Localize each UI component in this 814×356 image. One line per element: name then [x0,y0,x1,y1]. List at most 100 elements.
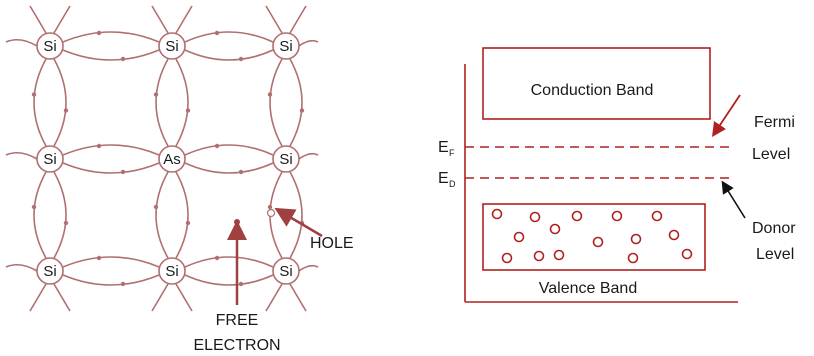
atom-symbol: Si [43,263,56,280]
hole-label: HOLE [310,235,354,252]
fermi-level-pointer-arrow [716,95,740,131]
bond-arc [156,59,168,146]
bond-electron [239,170,243,174]
hole-marker [268,210,275,217]
atom-symbol: Si [165,38,178,55]
hole-circle [632,235,641,244]
bond-arc [63,50,159,60]
bond-electron [121,57,125,61]
bond-stub [6,265,37,271]
bond-stub [152,6,168,33]
hole-circle [493,210,502,219]
hole-circle [555,251,564,260]
bond-arc [176,59,188,146]
bond-stub [54,6,70,33]
bond-electron [300,108,304,112]
valence-band-label: Valence Band [539,280,637,297]
bond-electron [32,92,36,96]
bond-arc [63,145,159,155]
bond-electron [97,144,101,148]
free-electron-label-line1: FREE [216,312,259,329]
hole-circle [551,225,560,234]
bond-electron [215,31,219,35]
bond-arc [290,172,302,258]
free-electron-dot [234,219,240,225]
bond-electron [97,31,101,35]
hole-circle [503,254,512,263]
atom: As [159,146,185,172]
donor-level-subscript: D [449,179,456,189]
atom-symbol: Si [165,263,178,280]
hole-circle [535,252,544,261]
atom: Si [273,258,299,284]
bond-arc [270,59,282,146]
hole-circle [683,250,692,259]
bond-stub [266,6,282,33]
atom-symbol: Si [43,151,56,168]
fermi-level-symbol: E [438,139,449,156]
bond-arc [176,172,188,258]
bond-electron [154,205,158,209]
hole-circle [515,233,524,242]
bond-arc [185,275,273,285]
bond-stub [299,154,318,159]
bond-arc [63,257,159,267]
bond-stub [152,284,168,311]
donor-level-annotation-line1: Donor [752,220,796,237]
bond-electron [239,57,243,61]
bond-stub [176,284,192,311]
hole-circle [573,212,582,221]
atom: Si [159,33,185,59]
atom: Si [37,146,63,172]
atom: Si [273,33,299,59]
bond-arc [185,50,273,60]
hole-circle [629,254,638,263]
bond-arc [185,163,273,173]
bond-stub [266,284,282,311]
bond-stub [299,266,318,271]
bond-arc [63,275,159,285]
free-electron-label-line2: ELECTRON [193,337,280,354]
bond-stub [6,153,37,159]
bond-electron [32,205,36,209]
fermi-level-subscript: F [449,148,455,158]
fermi-level-annotation-line2: Level [752,146,790,163]
atom: Si [37,33,63,59]
bond-arc [63,32,159,42]
donor-level-symbol: E [438,170,449,187]
atom-symbol: Si [43,38,56,55]
bond-arc [290,59,302,146]
bond-stub [30,6,46,33]
bond-stub [290,284,306,311]
bond-arc [185,32,273,42]
hole-circle [613,212,622,221]
bond-electron [239,282,243,286]
band-diagram: Conduction Band E F E D Valence Band Fer… [438,48,796,302]
bond-stub [290,6,306,33]
atom-symbol: Si [279,263,292,280]
atom-symbol: As [163,151,181,168]
bond-arc [63,163,159,173]
fermi-level-annotation-line1: Fermi [754,114,795,131]
bond-electron [186,108,190,112]
bond-stub [6,40,37,46]
conduction-band-label: Conduction Band [531,82,654,99]
bond-electron [121,282,125,286]
bond-arc [34,172,46,258]
atom-symbol: Si [279,38,292,55]
bond-stub [176,6,192,33]
bond-electron [97,256,101,260]
valence-band-holes [493,210,692,263]
bond-arc [156,172,168,258]
hole-circle [531,213,540,222]
hole-circle [594,238,603,247]
bond-electron [154,92,158,96]
bond-arc [185,145,273,155]
atom: Si [159,258,185,284]
bond-stub [30,284,46,311]
donor-level-pointer-arrow [725,186,745,218]
hole-circle [670,231,679,240]
bond-electron [64,108,68,112]
